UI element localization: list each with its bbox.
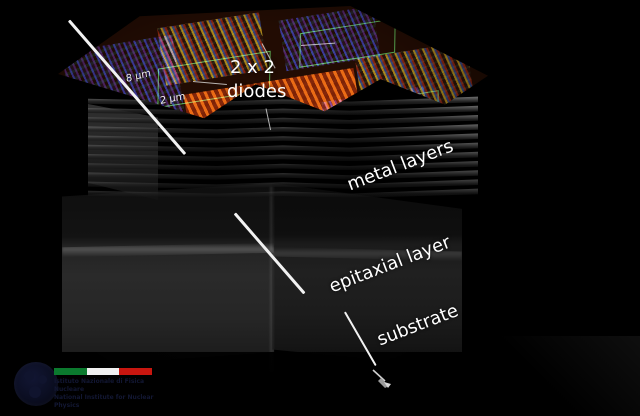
label-diodes-count: 2 x 2 (230, 57, 275, 78)
substrate-block-left-face (62, 183, 274, 368)
italian-flag-icon (54, 368, 153, 375)
screw-marker-icon (372, 369, 391, 388)
infn-emblem-icon (14, 362, 58, 406)
substrate-corner-edge (270, 186, 274, 372)
metal-layer-stripe (88, 160, 478, 171)
logo-text-line-1: Istituto Nazionale di Fisica Nucleare (54, 378, 145, 393)
epitaxial-substrate-interface-left (62, 243, 274, 257)
metal-layer-stripe (88, 133, 478, 143)
metal-layer-stripe (88, 114, 478, 125)
epitaxial-substrate-interface-right (272, 247, 462, 261)
flag-green (54, 368, 87, 375)
flag-white (86, 368, 120, 375)
metal-layer-stripe (88, 151, 478, 162)
logo-text-line-2: National Institute for Nuclear Physics (54, 394, 154, 409)
flag-red (119, 368, 153, 375)
label-diodes-word: diodes (227, 81, 287, 102)
institute-logo: Istituto Nazionale di Fisica Nucleare Na… (14, 360, 164, 410)
metal-layer-stripe (88, 170, 478, 180)
metal-layer-stripe (88, 124, 478, 134)
substrate-block-right-face (272, 183, 462, 368)
metal-layer-stripe (88, 105, 478, 116)
metal-layer-stripe (88, 96, 478, 106)
metal-layer-stripe (88, 188, 478, 198)
corner-light-streak (500, 336, 640, 416)
metal-layer-stack (88, 96, 478, 216)
logo-text-block: Istituto Nazionale di Fisica Nucleare Na… (54, 378, 164, 410)
metal-layer-stripe (88, 179, 478, 189)
metal-layer-stripe (88, 142, 478, 152)
